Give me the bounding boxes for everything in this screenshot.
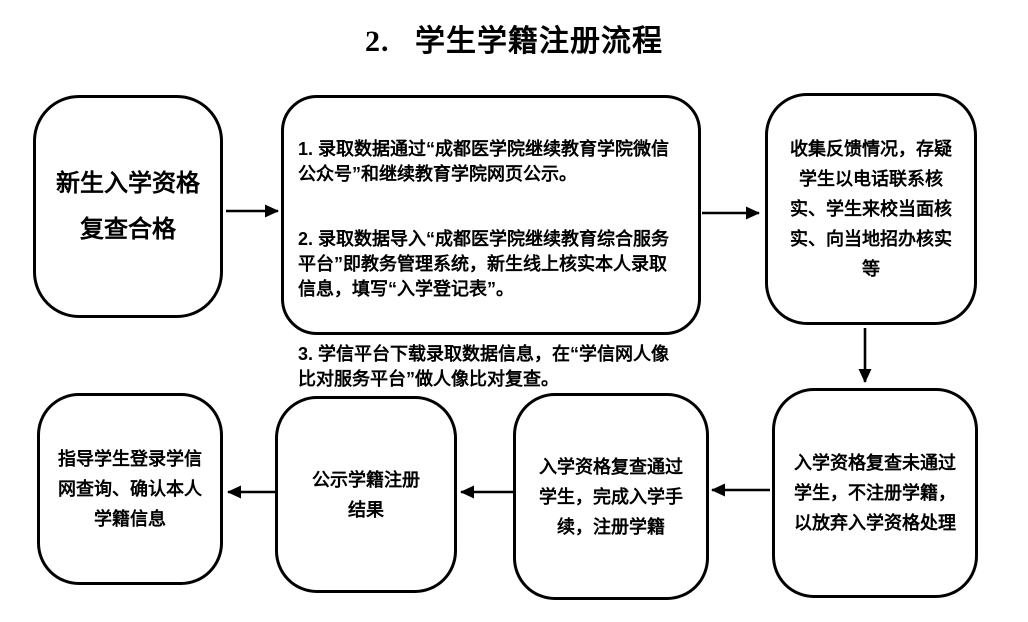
node-label: 入学资格复查通过 学生，完成入学手 续，注册学籍 — [539, 456, 683, 537]
step-item-3: 3. 学信平台下载录取数据信息，在“学信网人像 比对服务平台”做人像比对复查。 — [298, 344, 670, 389]
node-label: 收集反馈情况，存疑 学生以电话联系核 实、学生来校当面核 实、向当地招办核实 等 — [790, 139, 952, 279]
node-guide-confirm: 指导学生登录学信 网查询、确认本人 学籍信息 — [37, 393, 223, 585]
step-item-2: 2. 录取数据导入“成都医学院继续教育综合服务 平台”即教务管理系统，新生线上核… — [298, 229, 670, 299]
node-recheck-passed: 入学资格复查通过 学生，完成入学手 续，注册学籍 — [513, 393, 709, 600]
node-announce-result: 公示学籍注册 结果 — [275, 396, 457, 593]
node-publish-and-verify-steps: 1. 录取数据通过“成都医学院继续教育学院微信 公众号”和继续教育学院网页公示。… — [281, 95, 701, 389]
node-collect-feedback: 收集反馈情况，存疑 学生以电话联系核 实、学生来校当面核 实、向当地招办核实 等 — [765, 93, 977, 325]
node-label: 入学资格复查未通过 学生，不注册学籍， 以放弃入学资格处理 — [794, 453, 956, 533]
page-title: 2. 学生学籍注册流程 — [365, 25, 663, 58]
node-label: 公示学籍注册 结果 — [312, 469, 420, 520]
node-start-eligibility-passed: 新生入学资格 复查合格 — [33, 95, 223, 318]
node-recheck-failed: 入学资格复查未通过 学生，不注册学籍， 以放弃入学资格处理 — [772, 388, 978, 598]
node-label: 新生入学资格 复查合格 — [56, 169, 200, 243]
step-item-1: 1. 录取数据通过“成都医学院继续教育学院微信 公众号”和继续教育学院网页公示。 — [298, 139, 670, 184]
node-label: 指导学生登录学信 网查询、确认本人 学籍信息 — [58, 449, 202, 529]
